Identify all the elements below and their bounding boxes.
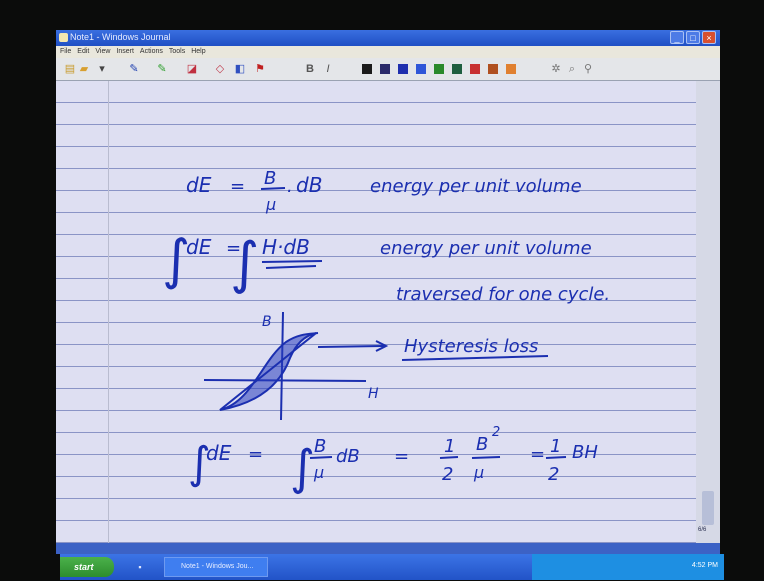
line3-b2-bar: [471, 456, 501, 459]
line3-integral-rhs: ∫: [290, 440, 315, 496]
line1-equals: =: [230, 176, 245, 197]
page-indicator: 6/6: [698, 527, 707, 533]
flag-icon[interactable]: ⚑: [255, 63, 265, 75]
italic-button[interactable]: I: [326, 63, 330, 75]
taskbar-journal-item[interactable]: Note1 - Windows Jou...: [164, 557, 268, 577]
pen-icon[interactable]: ✎: [129, 63, 139, 75]
title-bar[interactable]: Note1 - Windows Journal _ □ ×: [56, 30, 720, 46]
line1-fraction-den: μ: [265, 195, 276, 214]
search-icon[interactable]: ⌕: [568, 63, 576, 75]
menu-actions[interactable]: Actions: [139, 48, 163, 55]
menu-view[interactable]: View: [95, 48, 111, 55]
window-controls: _ □ ×: [670, 31, 716, 44]
line2-lhs: dE: [186, 235, 212, 259]
line2-integral-rhs: ∫: [230, 231, 259, 296]
window-title: Note1 - Windows Journal: [70, 32, 171, 42]
close-button[interactable]: ×: [702, 31, 716, 44]
new-page-icon[interactable]: ▤: [64, 63, 76, 75]
line3-half-den: 2: [442, 464, 453, 485]
line2-description-b: traversed for one cycle.: [396, 284, 610, 305]
line3-b-squared: B: [476, 434, 488, 455]
clock: 4:52 PM: [691, 562, 718, 569]
pen-color-swatch[interactable]: [506, 64, 516, 74]
line3-integral: ∫: [188, 438, 211, 489]
menu-edit[interactable]: Edit: [77, 48, 90, 55]
pen-color-swatch[interactable]: [488, 64, 498, 74]
taskbar: start ▪ Note1 - Windows Jou... 4:52 PM: [60, 554, 724, 580]
pen-color-swatch[interactable]: [470, 64, 480, 74]
highlighter-icon[interactable]: ✎: [157, 63, 167, 75]
line3-lhs: dE: [206, 441, 232, 465]
menu-insert[interactable]: Insert: [116, 48, 134, 55]
line1-dot: .: [287, 176, 293, 197]
line1-lhs: dE: [186, 173, 212, 197]
line3-mu: μ: [473, 463, 484, 482]
vertical-scrollbar[interactable]: 6/6: [696, 81, 720, 543]
pen-color-swatch[interactable]: [398, 64, 408, 74]
journal-window: Note1 - Windows Journal _ □ × File Edit …: [56, 30, 720, 554]
line1-description: energy per unit volume: [370, 176, 582, 197]
line1-fraction-num: B: [264, 168, 276, 189]
line3-bh: BH: [572, 442, 598, 463]
loss-arrow-head: [375, 340, 389, 352]
line3-fraction-num: B: [314, 436, 326, 457]
line3-db: dB: [336, 446, 360, 467]
menu-file[interactable]: File: [60, 48, 72, 55]
menu-help[interactable]: Help: [191, 48, 206, 55]
line2-description-a: energy per unit volume: [380, 238, 592, 259]
line3-half-num: 1: [444, 436, 455, 457]
line3-half2-num: 1: [550, 436, 561, 457]
h-axis: [203, 379, 367, 382]
line3-equals-2: =: [394, 446, 409, 467]
line2-integral: ∫: [162, 228, 190, 291]
line3-fraction-den: μ: [313, 463, 324, 482]
pen-color-swatch[interactable]: [362, 64, 372, 74]
line1-fraction-bar: [260, 187, 286, 190]
note-page[interactable]: [56, 81, 696, 543]
hysteresis-underline: [401, 355, 549, 361]
line2-underline: [261, 260, 323, 269]
scrollbar-thumb[interactable]: [702, 491, 714, 525]
graph-label-b: B: [262, 314, 272, 330]
maximize-button[interactable]: □: [686, 31, 700, 44]
system-tray: 4:52 PM: [532, 554, 724, 580]
line1-db: dB: [296, 173, 322, 197]
eraser-icon[interactable]: ◪: [186, 63, 198, 75]
graph-label-h: H: [368, 386, 379, 402]
hysteresis-loop: [219, 332, 319, 411]
minimize-button[interactable]: _: [670, 31, 684, 44]
line3-square-exponent: 2: [492, 425, 500, 440]
lasso-icon[interactable]: ◇: [215, 63, 225, 75]
magnify-icon[interactable]: ⚲: [583, 63, 593, 75]
line3-fraction-bar: [309, 456, 333, 459]
line2-equals: =: [226, 238, 241, 259]
pen-toolbar: ▤ ▰ ▾ ✎ ✎ ◪ ◇ ◧ ⚑ B I ✲ ⌕ ⚲: [56, 58, 720, 81]
line3-equals-3: =: [530, 444, 545, 465]
journal-app-icon: [59, 33, 68, 42]
pen-color-swatch[interactable]: [434, 64, 444, 74]
line3-half2-bar: [545, 456, 567, 459]
bold-button[interactable]: B: [306, 63, 314, 75]
menu-bar: File Edit View Insert Actions Tools Help: [56, 46, 720, 58]
start-button[interactable]: start: [60, 557, 114, 577]
quick-launch-icon[interactable]: ▪: [138, 562, 142, 572]
line3-half-bar: [439, 456, 459, 459]
hysteresis-loss-label: Hysteresis loss: [404, 336, 538, 357]
horizontal-scrollbar[interactable]: [56, 543, 720, 554]
insert-space-icon[interactable]: ◧: [234, 63, 246, 75]
pen-color-swatch[interactable]: [452, 64, 462, 74]
dropdown-chevron-icon[interactable]: ▾: [99, 63, 105, 75]
pen-color-swatch[interactable]: [416, 64, 426, 74]
menu-tools[interactable]: Tools: [168, 48, 186, 55]
page-margin-line: [108, 81, 109, 543]
open-folder-icon[interactable]: ▰: [79, 63, 89, 75]
loss-arrow-shaft: [317, 345, 385, 348]
line3-equals-1: =: [248, 444, 263, 465]
zoom-icon[interactable]: ✲: [551, 63, 561, 75]
line3-half2-den: 2: [548, 464, 559, 485]
line2-rhs: H·dB: [262, 235, 310, 259]
pen-color-swatch[interactable]: [380, 64, 390, 74]
